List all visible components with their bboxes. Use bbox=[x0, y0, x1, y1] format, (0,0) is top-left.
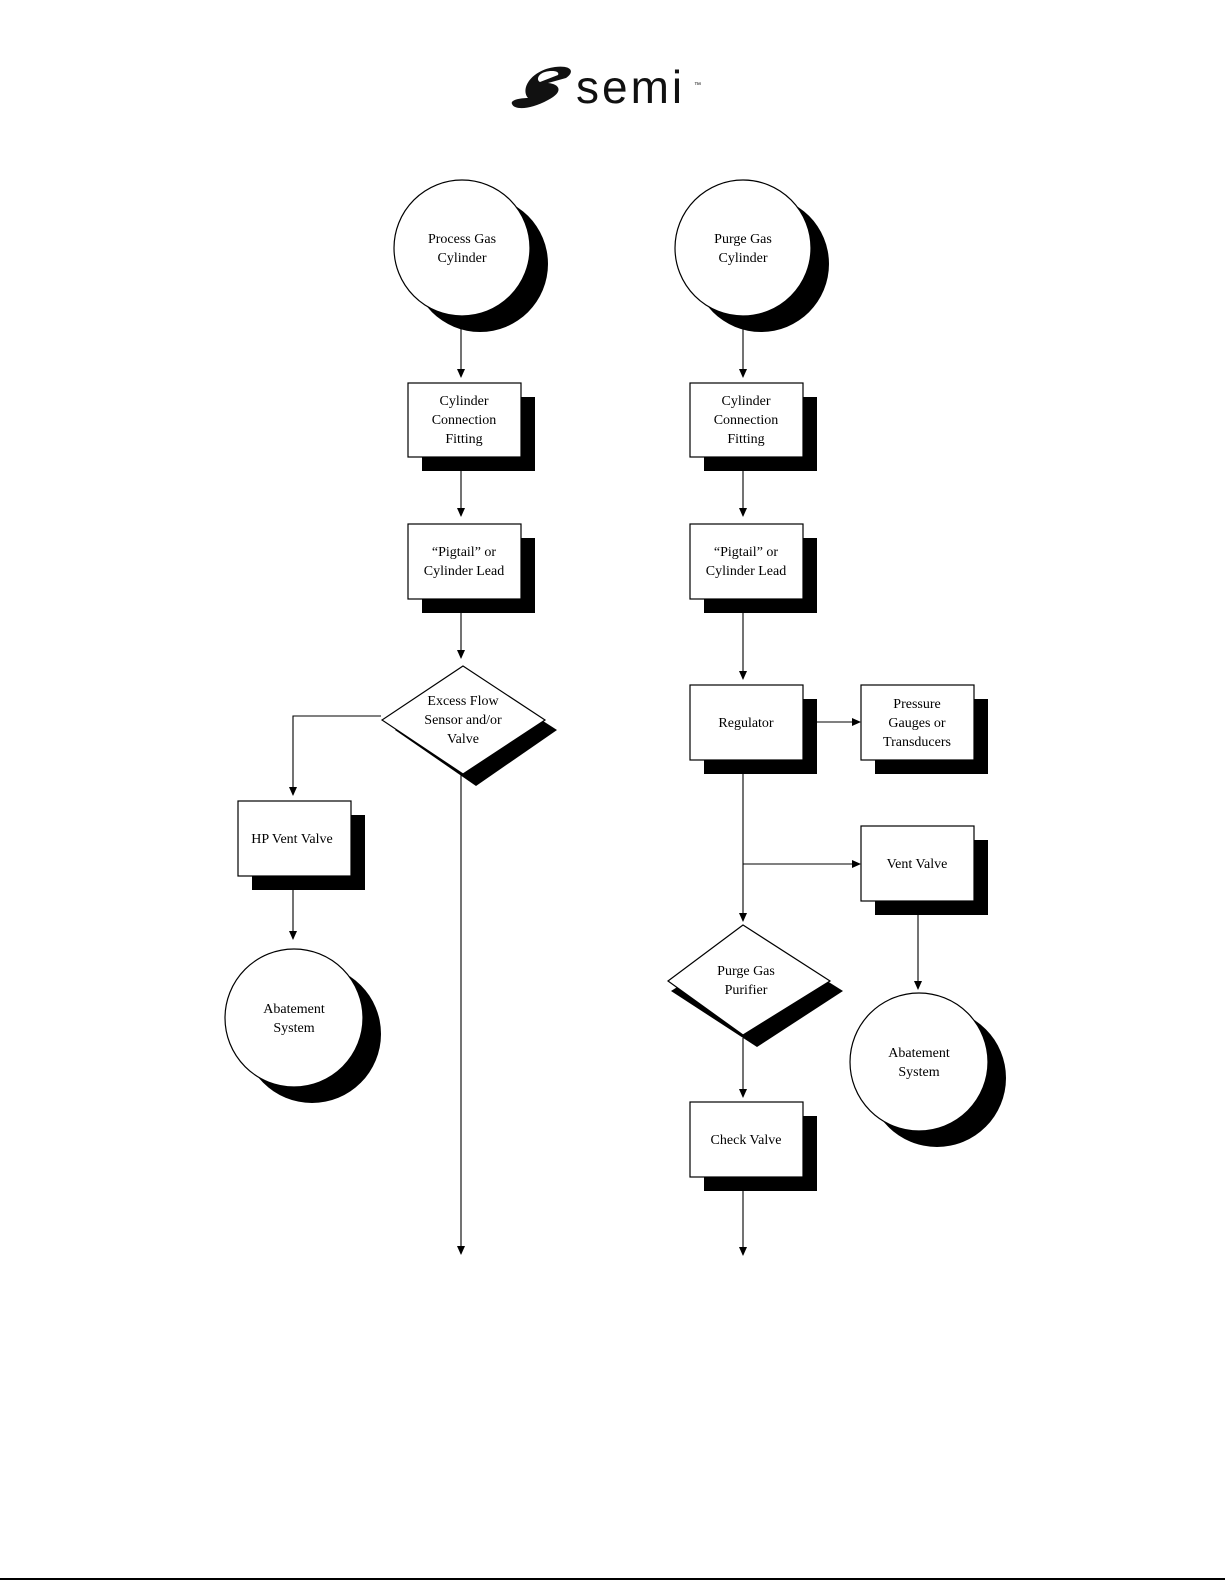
process-gas-cylinder-node: Process Gas Cylinder bbox=[393, 179, 548, 332]
pressure-gauges-label-1: Pressure bbox=[893, 697, 940, 712]
purge-gas-cylinder-node: Purge Gas Cylinder bbox=[674, 179, 829, 332]
pressure-gauges-label-2: Gauges or bbox=[888, 716, 945, 731]
process-abatement-label-1: Abatement bbox=[263, 1002, 325, 1017]
purge-fitting-label-1: Cylinder bbox=[722, 394, 771, 409]
purge-fitting-label-2: Connection bbox=[714, 413, 779, 428]
purge-fitting-node: Cylinder Connection Fitting bbox=[689, 382, 817, 471]
process-pigtail-node: “Pigtail” or Cylinder Lead bbox=[407, 523, 535, 613]
semi-logo: semi ™ bbox=[511, 61, 701, 113]
trademark-symbol: ™ bbox=[694, 82, 701, 89]
pressure-gauges-label-3: Transducers bbox=[883, 735, 951, 750]
process-pigtail-label-2: Cylinder Lead bbox=[424, 564, 504, 579]
vent-valve-node: Vent Valve bbox=[860, 825, 988, 915]
process-pigtail-label-1: “Pigtail” or bbox=[432, 545, 496, 560]
purge-abatement-label-2: System bbox=[898, 1065, 939, 1080]
connector-excess-flow-to-hp-vent bbox=[289, 715, 381, 796]
check-valve-label: Check Valve bbox=[711, 1133, 782, 1148]
purge-abatement-label-1: Abatement bbox=[888, 1046, 950, 1061]
hp-vent-valve-label: HP Vent Valve bbox=[251, 832, 332, 847]
purge-gas-connectors bbox=[739, 329, 922, 1256]
process-fitting-node: Cylinder Connection Fitting bbox=[407, 382, 535, 471]
process-abatement-node: Abatement System bbox=[224, 948, 381, 1103]
process-gas-cylinder-label-2: Cylinder bbox=[438, 251, 487, 266]
process-gas-connectors bbox=[289, 329, 465, 1255]
excess-flow-label-1: Excess Flow bbox=[427, 694, 499, 709]
excess-flow-label-3: Valve bbox=[447, 732, 479, 747]
process-gas-cylinder-label-1: Process Gas bbox=[428, 232, 496, 247]
purge-pigtail-label-2: Cylinder Lead bbox=[706, 564, 786, 579]
page-bottom-rule bbox=[0, 1578, 1225, 1580]
regulator-node: Regulator bbox=[689, 684, 817, 774]
purge-abatement-node: Abatement System bbox=[849, 992, 1006, 1147]
process-fitting-label-1: Cylinder bbox=[440, 394, 489, 409]
purge-fitting-label-3: Fitting bbox=[727, 432, 764, 447]
regulator-label: Regulator bbox=[718, 716, 774, 731]
purge-purifier-node: Purge Gas Purifier bbox=[666, 924, 843, 1047]
purge-gas-cylinder-label-1: Purge Gas bbox=[714, 232, 772, 247]
purge-gas-cylinder-label-2: Cylinder bbox=[719, 251, 768, 266]
purge-pigtail-node: “Pigtail” or Cylinder Lead bbox=[689, 523, 817, 613]
semi-logo-text: semi bbox=[576, 61, 685, 113]
hp-vent-valve-node: HP Vent Valve bbox=[237, 800, 365, 890]
vent-valve-label: Vent Valve bbox=[887, 857, 948, 872]
excess-flow-node: Excess Flow Sensor and/or Valve bbox=[380, 665, 557, 786]
purifier-label-2: Purifier bbox=[725, 983, 768, 998]
process-abatement-label-2: System bbox=[273, 1021, 314, 1036]
purge-pigtail-label-1: “Pigtail” or bbox=[714, 545, 778, 560]
check-valve-node: Check Valve bbox=[689, 1101, 817, 1191]
excess-flow-label-2: Sensor and/or bbox=[424, 713, 502, 728]
pressure-gauges-node: Pressure Gauges or Transducers bbox=[860, 684, 988, 774]
purifier-label-1: Purge Gas bbox=[717, 964, 775, 979]
semi-logo-mark-icon bbox=[511, 66, 571, 109]
process-fitting-label-3: Fitting bbox=[445, 432, 482, 447]
process-fitting-label-2: Connection bbox=[432, 413, 497, 428]
